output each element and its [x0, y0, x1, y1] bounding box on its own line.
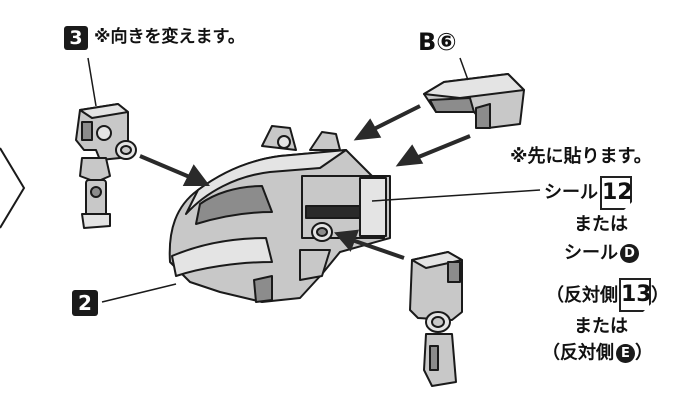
- part-hip-joint: [75, 103, 137, 229]
- assembly-arrows: [139, 104, 471, 260]
- chevron-right-icon: [0, 147, 26, 229]
- part-b6-cap: [423, 73, 525, 129]
- part-arm: [409, 251, 463, 387]
- sticker-d-badge: D: [620, 244, 639, 263]
- sticker-e-prefix: （反対側: [542, 342, 614, 364]
- sticker-12-number: 12: [600, 176, 633, 210]
- sticker-13-close: ）: [651, 285, 669, 306]
- step-3-note: ※向きを変えます。: [94, 27, 245, 47]
- sticker-13-line: （反対側: [546, 287, 618, 305]
- sticker-13-number: 13: [619, 278, 652, 312]
- part-b6-label: B⑥: [418, 28, 457, 56]
- leader-lines: [87, 57, 541, 303]
- sticker-or-2: または: [574, 316, 628, 337]
- sticker-or-1: または: [574, 214, 628, 235]
- sticker-e-close: ）: [635, 342, 653, 364]
- part-main-body: [168, 125, 391, 303]
- step-2-badge: 2: [72, 290, 98, 316]
- sticker-12-prefix: シール: [544, 182, 598, 203]
- step-3-badge: 3: [64, 26, 88, 50]
- sticker-e-badge: E: [616, 344, 635, 363]
- sticker-d-prefix: シール: [564, 242, 618, 264]
- sticker-13-prefix: （反対側: [546, 285, 618, 306]
- sticker-note-header: ※先に貼ります。: [510, 146, 652, 167]
